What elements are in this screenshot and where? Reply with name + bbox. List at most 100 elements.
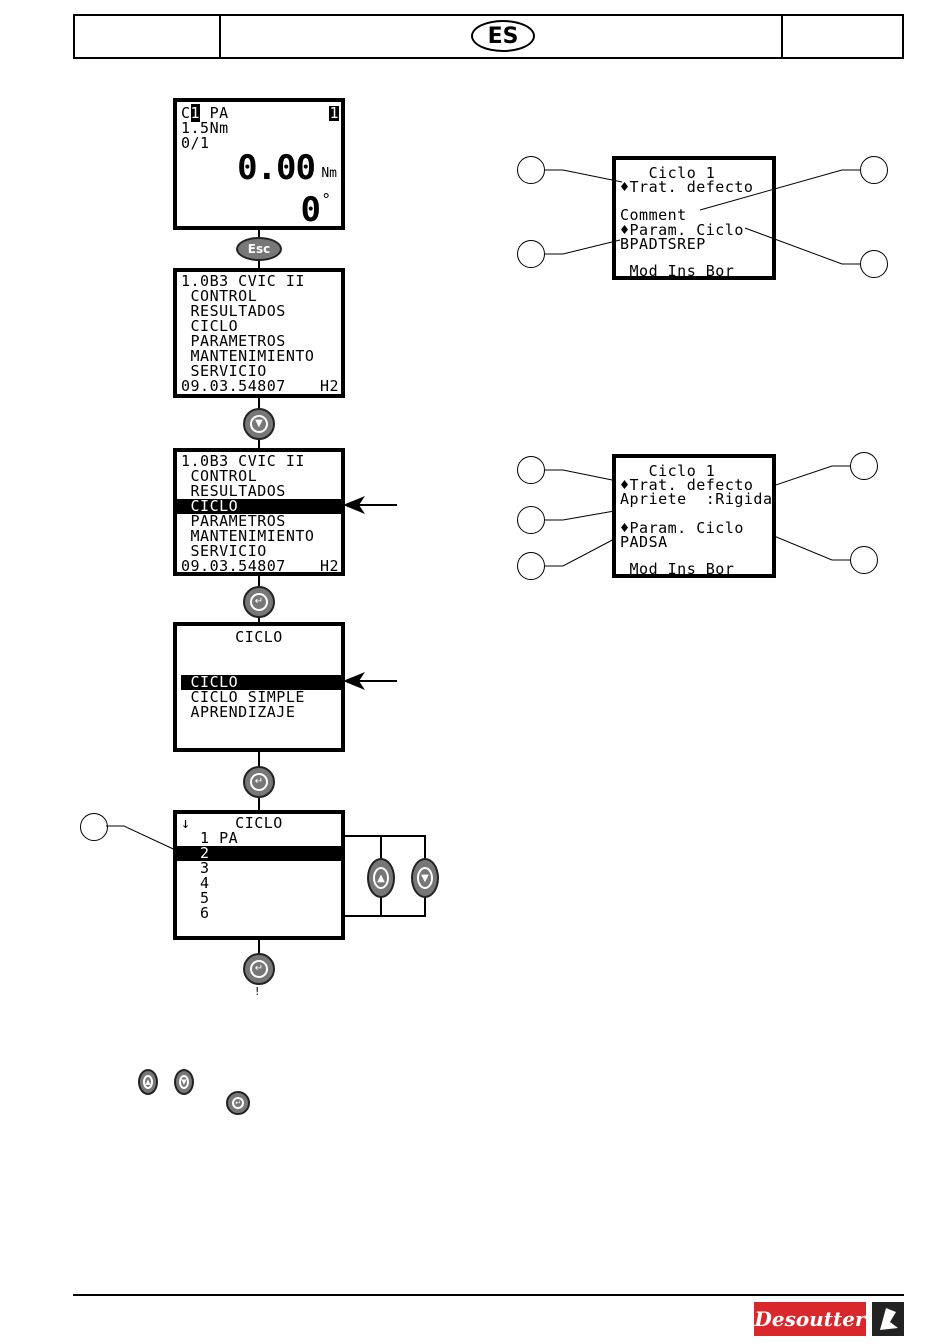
menu-item-servicio[interactable]: SERVICIO [181,362,267,380]
callout-leaders-group [545,169,860,567]
menu-item-ciclo[interactable]: CICLO [181,317,239,335]
callout-leader [106,825,185,855]
menu-item-parametros[interactable]: PARAMETROS [181,332,286,350]
language-badge: ES [471,20,535,52]
callout-circle [860,156,888,184]
callout-circle [517,506,545,534]
submenu-title: CICLO [235,628,283,646]
main-menu-screen: 1.0B3 CVIC II CONTROL RESULTADOS CICLO P… [173,268,345,398]
enter-icon: ↵ [250,773,268,791]
cycle-list-title: CICLO [235,814,283,832]
ciclo-submenu-screen: CICLO CICLO CICLO SIMPLE APRENDIZAJE [173,622,345,752]
chevron-down-icon: ▼ [250,415,268,433]
callout-circle [517,156,545,184]
cycle-list-screen: ↓ CICLO 1 PA 2 3 4 5 6 [173,810,345,940]
desoutter-logo: Desoutter [754,1302,866,1336]
scroll-down-indicator: ↓ [181,814,191,832]
hardware-code: H2 [319,557,339,575]
menu-item-mantenimiento[interactable]: MANTENIMIENTO [181,527,315,545]
callout-circle [860,250,888,278]
pointer-arrow [343,672,397,690]
up-button-legend: ▲ [138,1069,158,1095]
tightening-strategy-item[interactable]: Apriete :Rigida [620,490,773,508]
default-treatment-item[interactable]: ♦Trat. defecto [620,178,754,196]
firmware-version: 09.03.54807 [181,377,286,395]
hardware-code: H2 [319,377,339,395]
cycle-detail-screen-1: Ciclo 1 ♦Trat. defecto Comment ♦Param. C… [612,156,776,280]
phase-codes: BPADTSREP [620,235,706,253]
channel-number: 1 [329,104,339,122]
menu-item-parametros[interactable]: PARAMETROS [181,512,286,530]
logo-emblem-icon [872,1302,904,1336]
footer-rule [73,1294,904,1296]
cycle-item-6[interactable]: 6 [181,904,210,922]
submenu-item-ciclo-highlighted[interactable]: CICLO [181,675,341,690]
header-frame [73,14,904,59]
callout-circle [517,456,545,484]
menu-item-mantenimiento[interactable]: MANTENIMIENTO [181,347,315,365]
pointer-arrow [343,496,397,514]
main-menu-ciclo-selected-screen: 1.0B3 CVIC II CONTROL RESULTADOS CICLO P… [173,448,345,576]
callout-circle [850,452,878,480]
down-button-legend: ▼ [174,1069,194,1095]
header-divider-left [219,14,221,59]
enter-button[interactable]: ↵ [243,766,275,798]
submenu-item-ciclo-simple[interactable]: CICLO SIMPLE [181,688,305,706]
menu-title: 1.0B3 CVIC II [181,452,305,470]
firmware-version: 09.03.54807 [181,557,286,575]
torque-unit: Nm [321,166,337,181]
cycle-item-1[interactable]: 1 PA [181,829,239,847]
enter-button[interactable]: ↵ [243,586,275,618]
cycle-item-2-highlighted[interactable]: 2 [177,846,341,861]
phase-codes: PADSA [620,533,668,551]
chevron-down-icon: ▼ [417,867,433,889]
down-button[interactable]: ▼ [243,408,275,440]
header-divider-right [781,14,783,59]
torque-value: 0.00 [237,148,316,188]
menu-item-resultados[interactable]: RESULTADOS [181,302,286,320]
menu-item-resultados[interactable]: RESULTADOS [181,482,286,500]
chevron-up-icon: ▲ [373,867,389,889]
down-button[interactable]: ▼ [411,858,439,898]
counter: 0/1 [181,134,210,152]
program-name: PA [200,104,229,122]
menu-item-ciclo-highlighted[interactable]: CICLO [177,499,341,514]
up-button[interactable]: ▲ [367,858,395,898]
menu-title: 1.0B3 CVIC II [181,272,305,290]
mod-ins-bor-softkeys[interactable]: Mod Ins Bor [620,262,735,280]
enter-button[interactable]: ↵ [243,953,275,985]
cycle-params-item[interactable]: ♦Param. Ciclo [620,519,744,537]
mod-ins-bor-softkeys[interactable]: Mod Ins Bor [620,560,735,578]
default-treatment-item[interactable]: ♦Trat. defecto [620,476,754,494]
menu-item-control[interactable]: CONTROL [181,287,258,305]
callout-circle [850,546,878,574]
enter-button-legend: ↵ [226,1091,250,1115]
cycle-detail-title: Ciclo 1 [620,164,716,182]
callout-circle [517,240,545,268]
menu-item-control[interactable]: CONTROL [181,467,258,485]
angle-unit: ° [321,190,331,209]
chevron-down-icon: ▼ [179,1075,189,1089]
callout-circle [80,813,108,841]
continuation-mark: ! [255,985,260,998]
enter-icon: ↵ [250,960,268,978]
angle-value: 0 [300,190,321,230]
enter-icon: ↵ [232,1097,244,1109]
cycle-detail-screen-2: Ciclo 1 ♦Trat. defecto Apriete :Rigida ♦… [612,454,776,578]
menu-item-servicio[interactable]: SERVICIO [181,542,267,560]
connector-line [258,940,260,954]
comment-item[interactable]: Comment [620,206,687,224]
tool-display-screen: C1 PA 1 1.5Nm 0/1 0.00 Nm 0 ° [173,98,345,230]
esc-button[interactable]: Esc [236,237,282,261]
cycle-params-item[interactable]: ♦Param. Ciclo [620,221,744,239]
chevron-up-icon: ▲ [143,1075,153,1089]
cycle-item-3[interactable]: 3 [181,859,210,877]
target-torque: 1.5Nm [181,119,229,137]
cycle-prefix: C [181,104,191,122]
enter-icon: ↵ [250,593,268,611]
cycle-detail-title: Ciclo 1 [620,462,716,480]
submenu-item-aprendizaje[interactable]: APRENDIZAJE [181,703,296,721]
cycle-selected: 1 [190,104,201,122]
cycle-item-4[interactable]: 4 [181,874,210,892]
cycle-item-5[interactable]: 5 [181,889,210,907]
